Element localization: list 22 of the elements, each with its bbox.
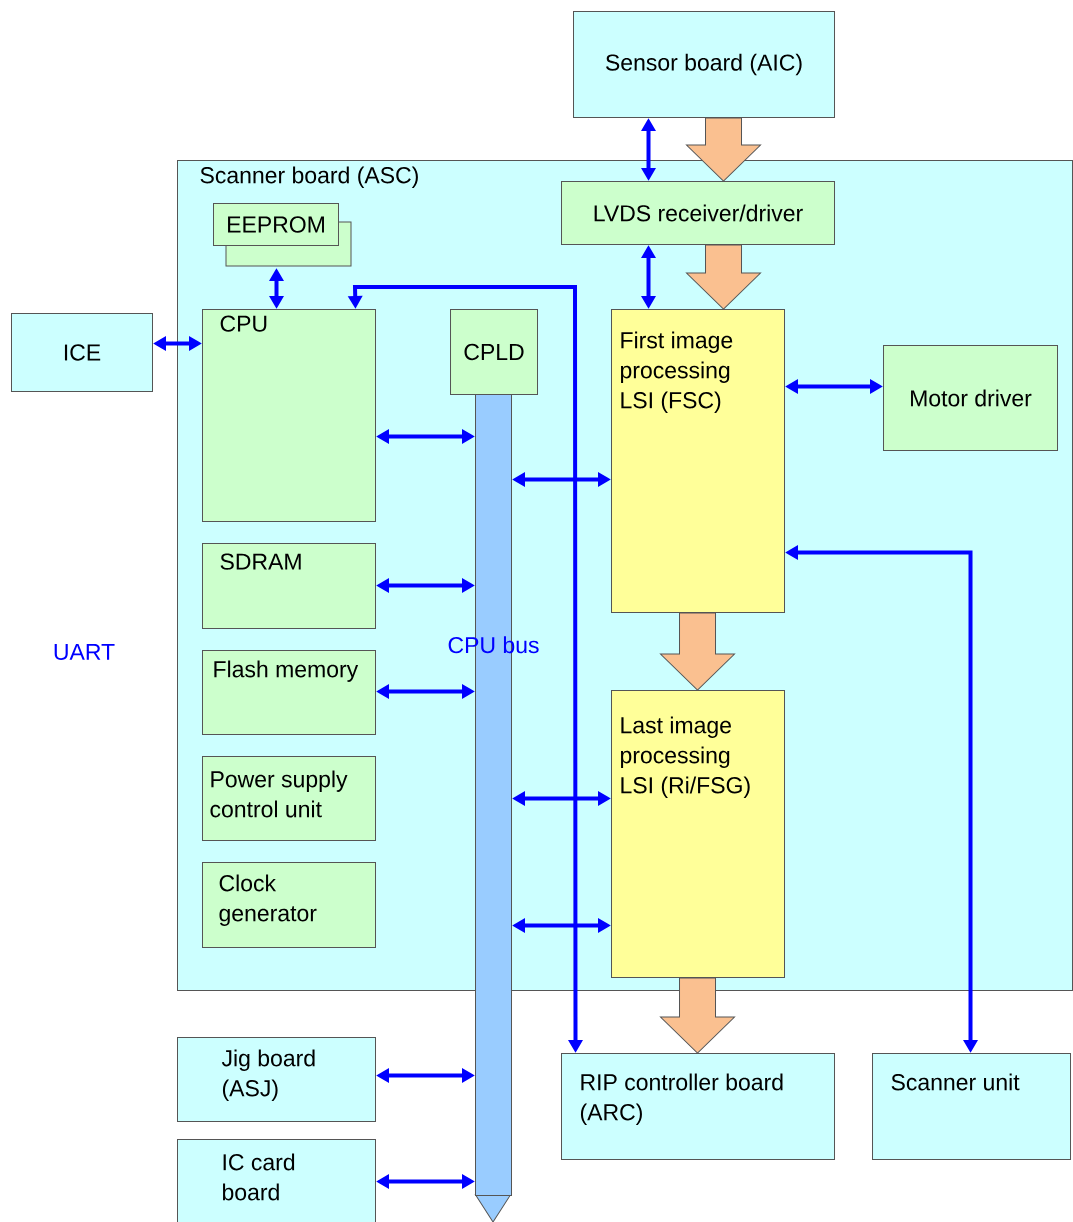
block-box: LVDS receiver/driver (561, 181, 835, 245)
wide-arrow (686, 244, 761, 310)
block-box: Clock generator (202, 862, 376, 948)
block-box: Last image processing LSI (Ri/FSG) (611, 690, 785, 978)
wide-arrow (686, 117, 761, 182)
signal-label: UART (54, 644, 115, 660)
block-box: Motor driver (883, 345, 1058, 451)
block-box: ICE (11, 313, 153, 392)
block-box: Power supply control unit (202, 756, 376, 841)
wide-arrow (660, 977, 735, 1054)
block-box: RIP controller board (ARC) (561, 1053, 835, 1160)
block-box: Scanner unit (872, 1053, 1071, 1160)
block-box: Sensor board (AIC) (573, 11, 835, 118)
wide-arrow (660, 612, 735, 691)
block-box: CPU (202, 309, 376, 522)
block-box: Jig board (ASJ) (177, 1037, 376, 1122)
block-box: First image processing LSI (FSC) (611, 309, 785, 613)
block-box: Flash memory (202, 650, 376, 735)
block-box: IC card board (177, 1139, 376, 1222)
block-box: CPLD (450, 309, 538, 395)
block-box: SDRAM (202, 543, 376, 629)
block-box: EEPROM (213, 203, 352, 267)
